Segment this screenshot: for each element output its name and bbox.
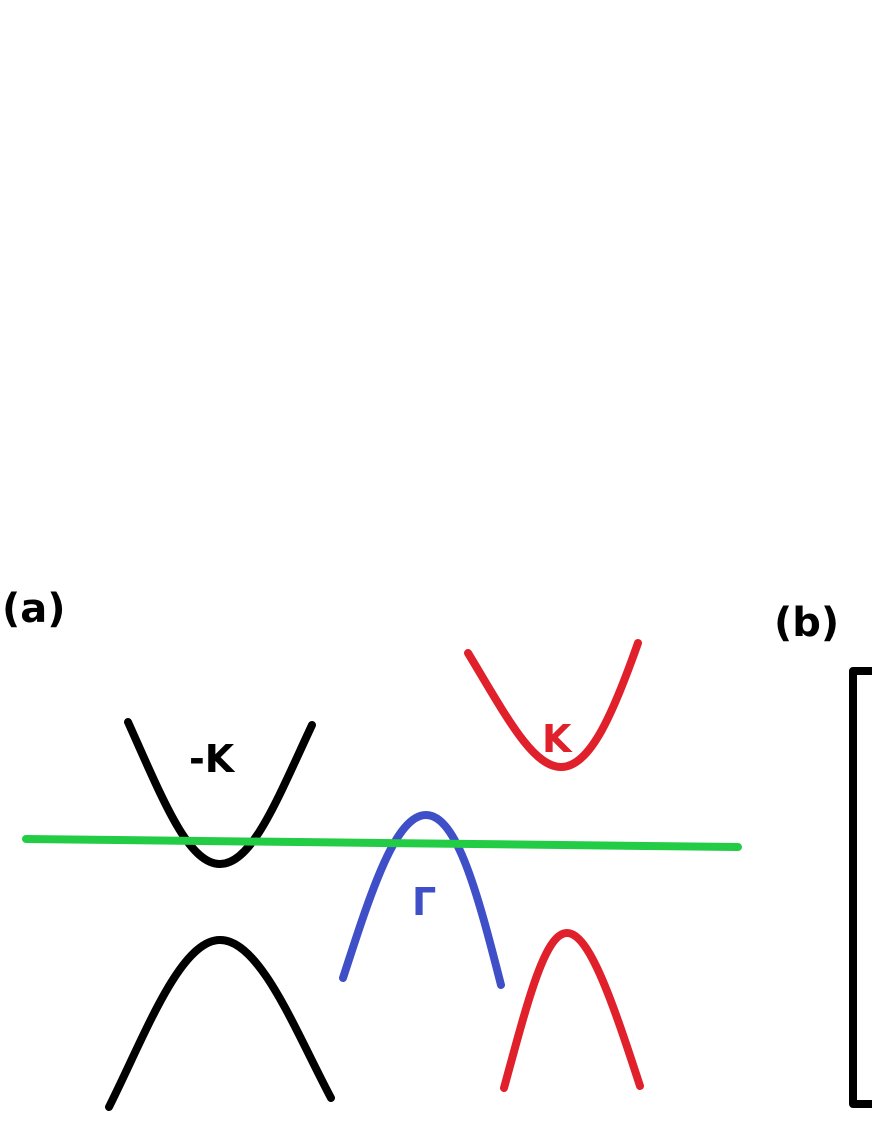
fermi-level-line xyxy=(22,835,742,851)
minus-k-conduction-band xyxy=(124,718,316,868)
gamma-valence-band xyxy=(339,811,505,989)
k-conduction-band xyxy=(464,639,642,771)
gamma-label: Γ xyxy=(412,880,436,924)
panel-a-label: (a) xyxy=(2,586,66,632)
minus-k-valence-band xyxy=(105,936,335,1111)
panel-b-bracket xyxy=(849,667,872,1108)
k-label: K xyxy=(542,717,573,761)
minus-k-label: -K xyxy=(189,737,236,781)
panel-b-label: (b) xyxy=(774,600,839,646)
k-valence-band xyxy=(500,929,644,1092)
